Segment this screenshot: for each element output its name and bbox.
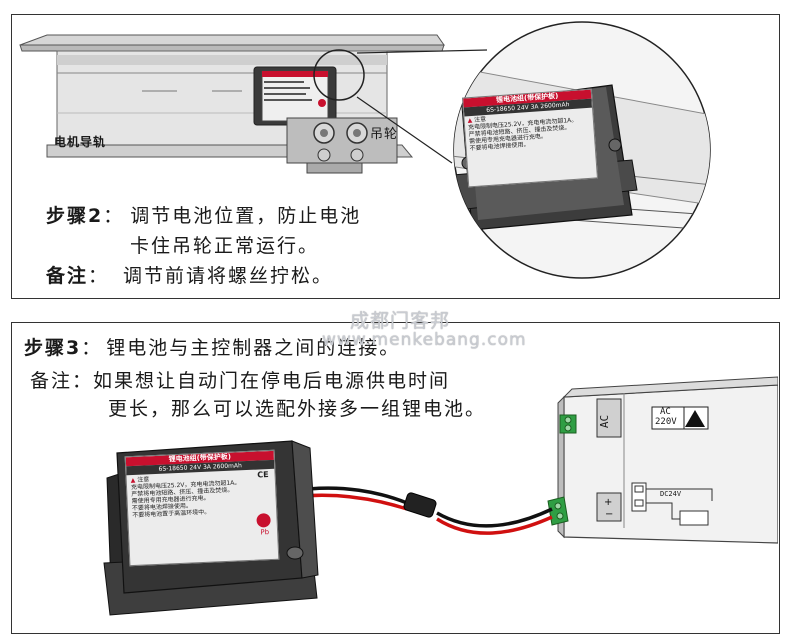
step2-illustration	[19, 21, 711, 279]
step2-text-line1: 调节电池位置，防止电池	[130, 205, 362, 227]
note1-label: 备注	[46, 265, 89, 287]
note1: 备注：调节前请将螺丝拧松。	[46, 265, 334, 287]
rail-top-cap	[19, 34, 445, 46]
ac-label: AC	[660, 407, 671, 417]
dc-label: DC24V	[660, 490, 682, 498]
hanging-wheel-bracket	[286, 117, 398, 164]
ac-voltage: 220V	[655, 417, 677, 427]
dc-terminal-block	[596, 492, 622, 522]
step2-heading: 步骤2：调节电池位置，防止电池	[46, 205, 362, 227]
wire-plug	[403, 492, 437, 518]
step3-label: 步骤3	[24, 337, 82, 359]
svg-text:+: +	[604, 497, 612, 508]
battery-label: 锂电池组(带保护板) 6S-18650 24V 3A 2600mAh ▲ 注意 …	[124, 449, 280, 567]
wheel-label: 吊轮	[370, 127, 399, 142]
step2-panel: 锂电池组(带保护板) 6S-18650 24V 3A 2600mAh ▲ 注意 …	[11, 14, 780, 299]
step3-text: 锂电池与主控制器之间的连接。	[106, 337, 401, 359]
step3-heading: 步骤3：锂电池与主控制器之间的连接。	[24, 337, 401, 359]
watermark-cn: 成都门客邦	[350, 310, 451, 332]
ac-terminal-block	[596, 398, 622, 438]
step2-label: 步骤2	[46, 205, 104, 227]
note2-text-line1: 如果想让自动门在停电后电源供电时间	[93, 370, 451, 392]
note2-label: 备注：	[30, 370, 94, 392]
battery-label-large: 锂电池组(带保护板) 6S-18650 24V 3A 2600mAh ▲ 注意 …	[462, 88, 598, 188]
recycle-icon	[256, 513, 271, 528]
rail-label: 电机导轨	[54, 135, 107, 149]
magnifier-small	[313, 49, 365, 101]
watermark-url: www.menkebang.com	[322, 330, 527, 350]
ce-mark: CE	[257, 470, 269, 480]
step2-text-line2: 卡住吊轮正常运行。	[130, 235, 320, 257]
note1-text: 调节前请将螺丝拧松。	[123, 265, 334, 287]
step3-panel: + − 锂电池组(带保护板) 6	[11, 322, 780, 634]
pb-mark: Pb	[260, 528, 270, 537]
svg-text:−: −	[605, 509, 613, 520]
green-connector-ac	[559, 414, 577, 434]
note2-text-line2: 更长，那么可以选配外接多一组锂电池。	[108, 398, 487, 420]
ac-terminal-label: AC	[598, 414, 612, 429]
note2-line1: 备注：如果想让自动门在停电后电源供电时间	[30, 366, 450, 393]
